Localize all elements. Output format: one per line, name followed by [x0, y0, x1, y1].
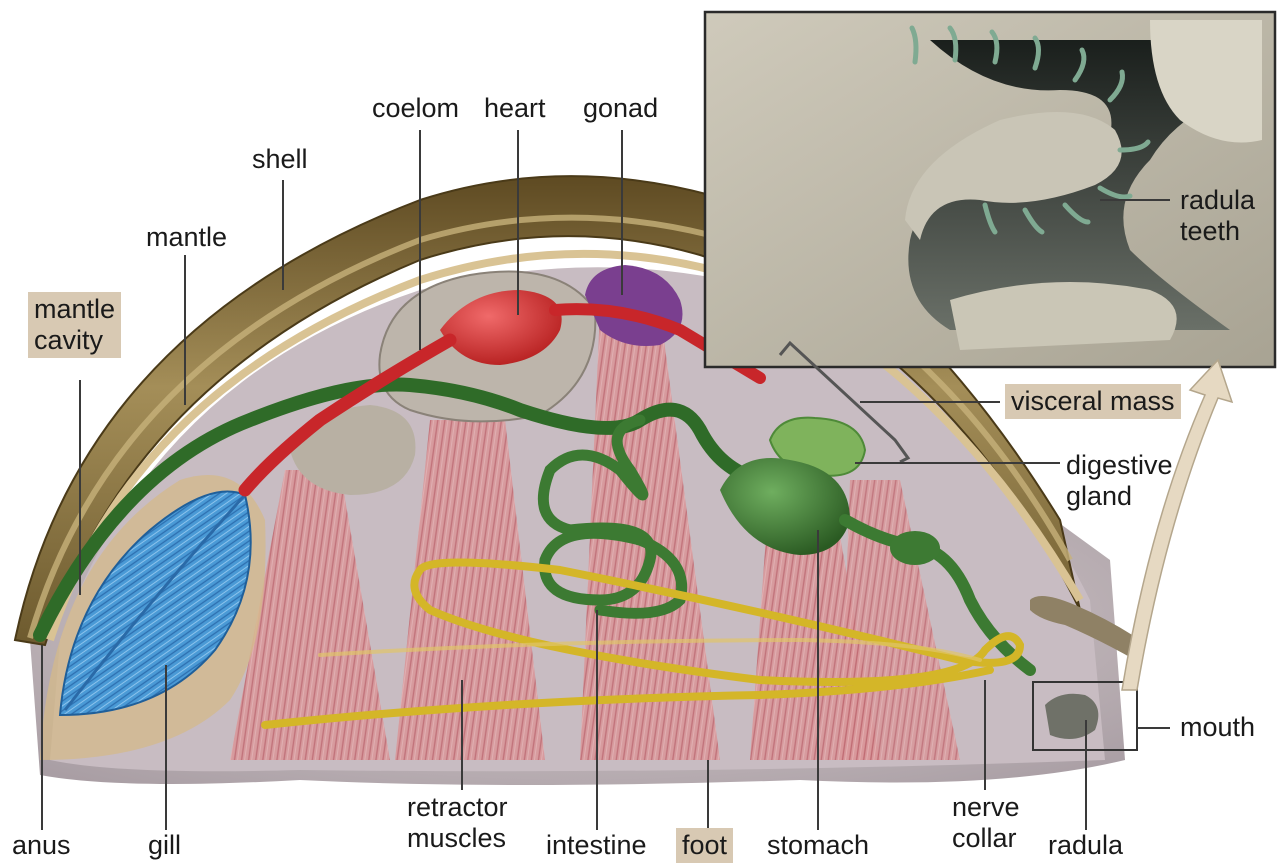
- label-radula-teeth: radula teeth: [1180, 185, 1255, 247]
- label-mouth: mouth: [1180, 712, 1255, 743]
- label-radula-teeth-line1: radula: [1180, 185, 1255, 216]
- label-digestive-gland-line1: digestive: [1066, 450, 1173, 481]
- label-digestive-gland-line2: gland: [1066, 481, 1173, 512]
- label-mantle-cavity-line2: cavity: [34, 325, 115, 356]
- label-nerve-collar-line1: nerve: [952, 792, 1020, 823]
- label-retractor-muscles-line2: muscles: [407, 823, 508, 854]
- label-intestine: intestine: [546, 830, 647, 861]
- label-mantle: mantle: [146, 222, 227, 253]
- label-retractor-muscles: retractor muscles: [407, 792, 508, 854]
- label-gonad: gonad: [583, 93, 658, 124]
- label-heart: heart: [484, 93, 546, 124]
- label-nerve-collar: nerve collar: [952, 792, 1020, 854]
- label-mantle-cavity-line1: mantle: [34, 294, 115, 325]
- label-mantle-cavity: mantle cavity: [28, 292, 121, 358]
- stomach-bulb: [890, 531, 940, 565]
- radula-organ: [1045, 694, 1098, 739]
- label-anus: anus: [12, 830, 71, 861]
- label-visceral-mass: visceral mass: [1005, 384, 1181, 419]
- label-shell: shell: [252, 144, 308, 175]
- label-radula: radula: [1048, 830, 1123, 861]
- label-gill: gill: [148, 830, 181, 861]
- label-foot: foot: [676, 828, 733, 863]
- label-nerve-collar-line2: collar: [952, 823, 1020, 854]
- label-coelom: coelom: [372, 93, 459, 124]
- label-digestive-gland: digestive gland: [1066, 450, 1173, 512]
- label-radula-teeth-line2: teeth: [1180, 216, 1255, 247]
- label-stomach: stomach: [767, 830, 869, 861]
- label-retractor-muscles-line1: retractor: [407, 792, 508, 823]
- inset-lower-jaw: [950, 282, 1177, 350]
